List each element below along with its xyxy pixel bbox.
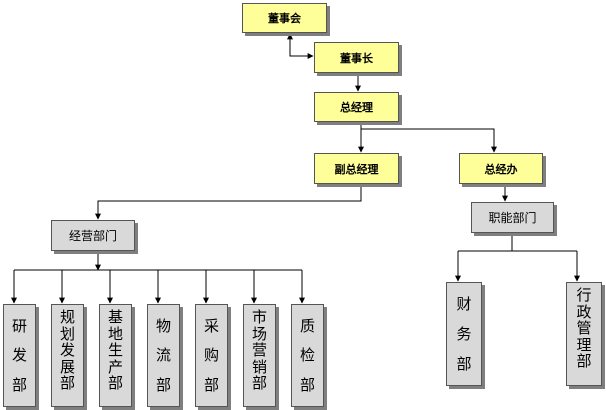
func-unit-2: 行政管理部 [566,282,602,386]
vicegm-ops-connector [95,184,362,220]
ops-unit-2: 规划发展部 [51,304,84,407]
ops-dept-node: 经营部门 [51,220,135,251]
gm-split-connector [360,118,497,153]
gm-node: 总经理 [314,92,399,122]
gm-office-node: 总经办 [459,153,543,184]
ops-unit-5: 采购部 [195,304,228,407]
board-node: 董事会 [242,3,327,33]
chairman-node: 董事长 [314,42,399,73]
ops-unit-4: 物流部 [147,304,180,407]
vice-gm-node: 副总经理 [314,153,399,184]
ops-unit-7: 质检部 [291,304,324,407]
func-dept-node: 职能部门 [471,202,554,233]
ops-unit-6: 市场营销部 [243,304,276,407]
ops-unit-1: 研发部 [3,304,36,407]
func-unit-1: 财务部 [446,282,482,386]
board-chairman-connector [287,33,314,59]
ops-unit-3: 基地生产部 [99,304,132,407]
